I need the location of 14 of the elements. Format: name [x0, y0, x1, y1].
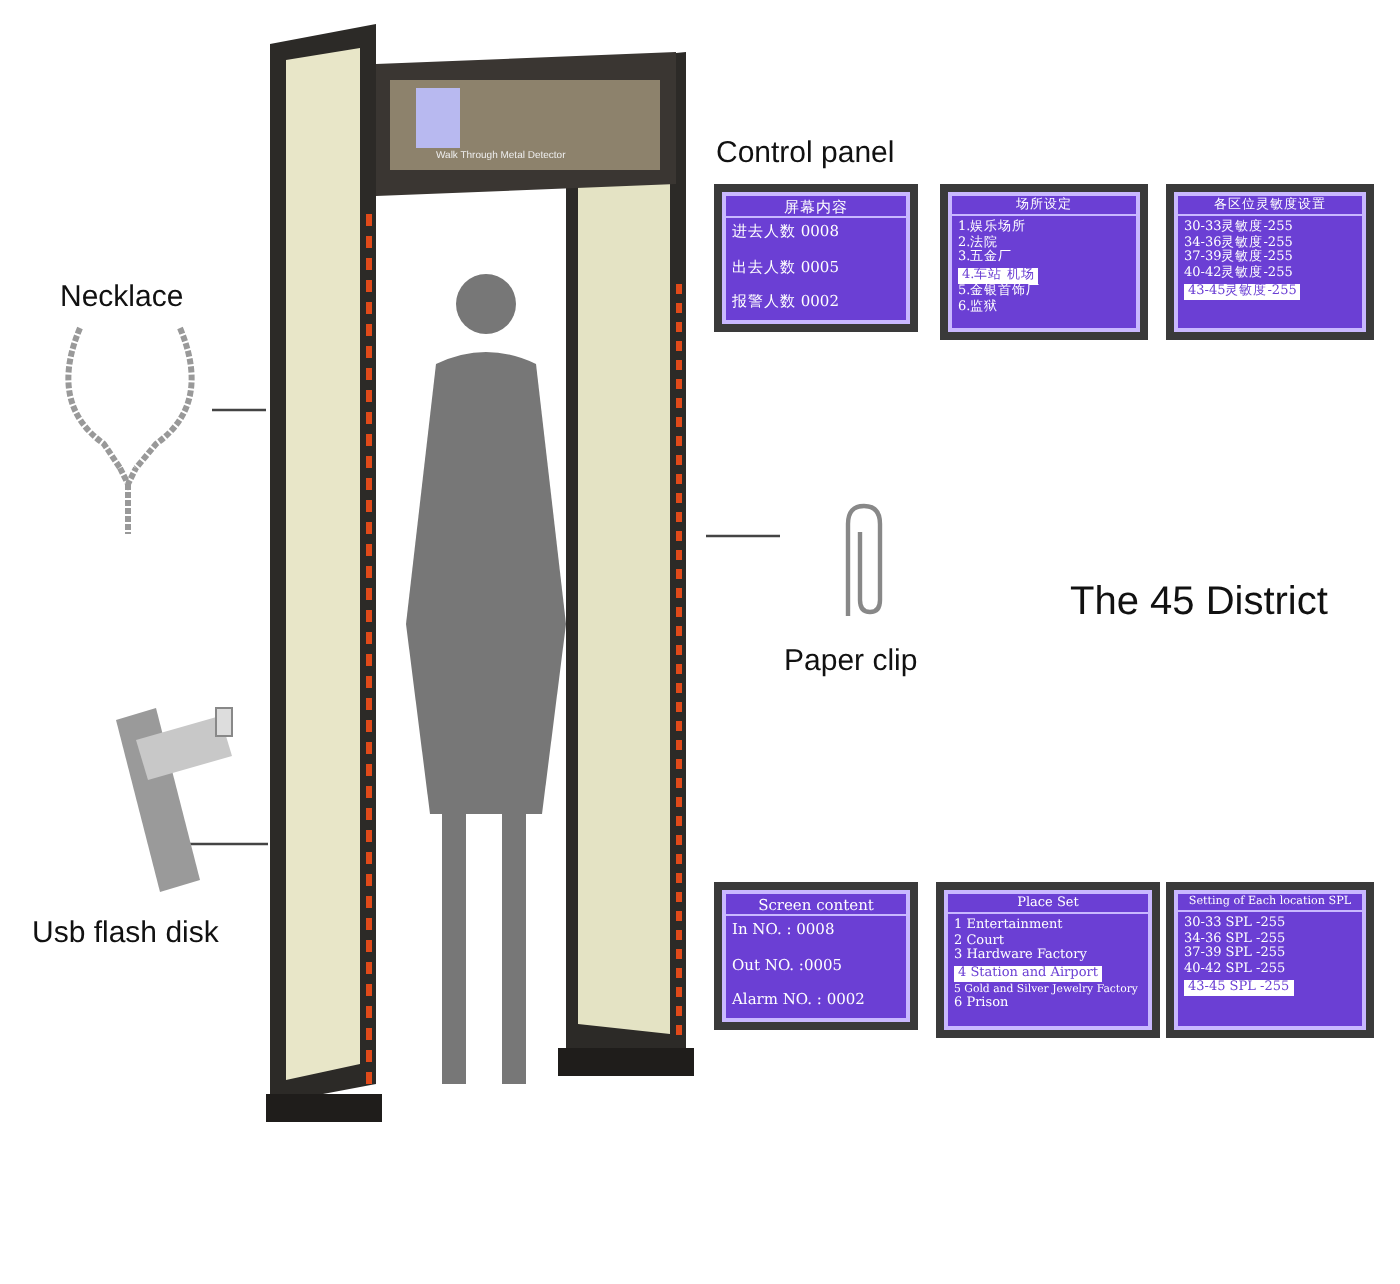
section-heading: Control panel	[716, 136, 895, 170]
lcd-screen	[936, 882, 1160, 1038]
lcd-screen	[1166, 184, 1374, 340]
lcd-screen	[940, 184, 1148, 340]
leader-line	[212, 408, 266, 412]
lcd-screen	[714, 184, 918, 332]
item-name: Paper clip	[784, 644, 918, 678]
item-name: Usb flash disk	[32, 916, 219, 950]
leader-line	[188, 842, 268, 846]
lcd-screen	[1166, 882, 1374, 1038]
lcd-screen	[714, 882, 918, 1030]
leader-line	[706, 534, 780, 538]
item-name: Necklace	[60, 280, 184, 314]
caption-text: The 45 District	[1070, 580, 1328, 626]
